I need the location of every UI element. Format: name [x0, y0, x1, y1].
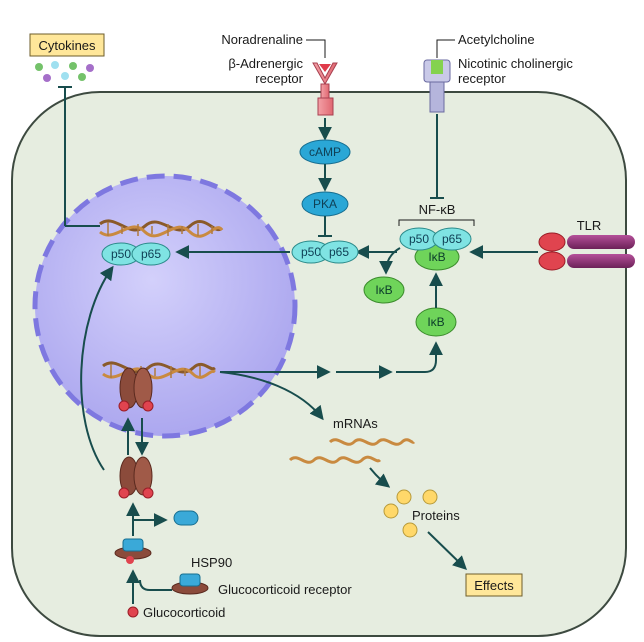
- ikb-bound-label: IκB: [428, 250, 445, 264]
- beta-adrenergic-receptor-icon: [312, 62, 338, 116]
- pka-label: PKA: [313, 197, 337, 211]
- nicotinic-receptor-icon: [423, 59, 451, 113]
- nfkb-complex: IκB p50 p65: [399, 227, 472, 271]
- ikb-free-label: IκB: [375, 283, 392, 297]
- gr-dimer-nucleus: [118, 367, 154, 412]
- dna-helix-top: [99, 219, 224, 238]
- hsp90-label: HSP90: [191, 555, 232, 570]
- p65-nuc-label: p65: [141, 247, 161, 261]
- camp-label: cAMP: [309, 145, 341, 159]
- effects-box: Effects: [465, 573, 523, 597]
- mrna-strands: [288, 438, 416, 464]
- gr-bound-complex: [114, 538, 152, 564]
- p65-cyto-label: p65: [442, 232, 462, 246]
- gr-hsp90-complex: [171, 573, 209, 595]
- p50-mid-label: p50: [301, 245, 321, 259]
- gc-receptor-label: Glucocorticoid receptor: [218, 582, 352, 597]
- tlr-label: TLR: [577, 218, 602, 233]
- p50-p65-nucleus-complex: p50 p65: [101, 242, 171, 266]
- cytokine-dots: [35, 61, 94, 82]
- p50-cyto-label: p50: [409, 232, 429, 246]
- acetylcholine-label: Acetylcholine: [458, 32, 535, 47]
- beta-receptor-label-2: receptor: [255, 71, 303, 86]
- glucocorticoid-label: Glucocorticoid: [143, 605, 225, 620]
- p50-p65-cytoplasm-complex: p50 p65: [291, 240, 359, 264]
- gr-dimer-cytoplasm: [118, 456, 154, 499]
- nucleus: [32, 173, 298, 439]
- p65-mid-label: p65: [329, 245, 349, 259]
- p50-nuc-label: p50: [111, 247, 131, 261]
- glucocorticoid-dot: [127, 606, 139, 618]
- nfkb-label: NF-κB: [419, 202, 456, 217]
- pka-node: PKA: [301, 191, 349, 217]
- camp-node: cAMP: [299, 139, 351, 165]
- mrnas-label: mRNAs: [333, 416, 378, 431]
- hsp90-released: [173, 510, 199, 526]
- effects-label: Effects: [474, 578, 514, 593]
- cytokines-label: Cytokines: [38, 38, 96, 53]
- proteins-label: Proteins: [412, 508, 460, 523]
- beta-receptor-label-1: β-Adrenergic: [228, 56, 303, 71]
- tlr-receptor-icon: [538, 232, 635, 271]
- ikb-free-node: IκB: [363, 276, 405, 304]
- noradrenaline-label: Noradrenaline: [221, 32, 303, 47]
- ikb-induced-node: IκB: [415, 307, 457, 337]
- cytokines-box: Cytokines: [29, 33, 105, 57]
- protein-dots: [383, 489, 438, 538]
- nicotinic-label-2: receptor: [458, 71, 506, 86]
- ikb-induced-label: IκB: [427, 315, 444, 329]
- nicotinic-label-1: Nicotinic cholinergic: [458, 56, 573, 71]
